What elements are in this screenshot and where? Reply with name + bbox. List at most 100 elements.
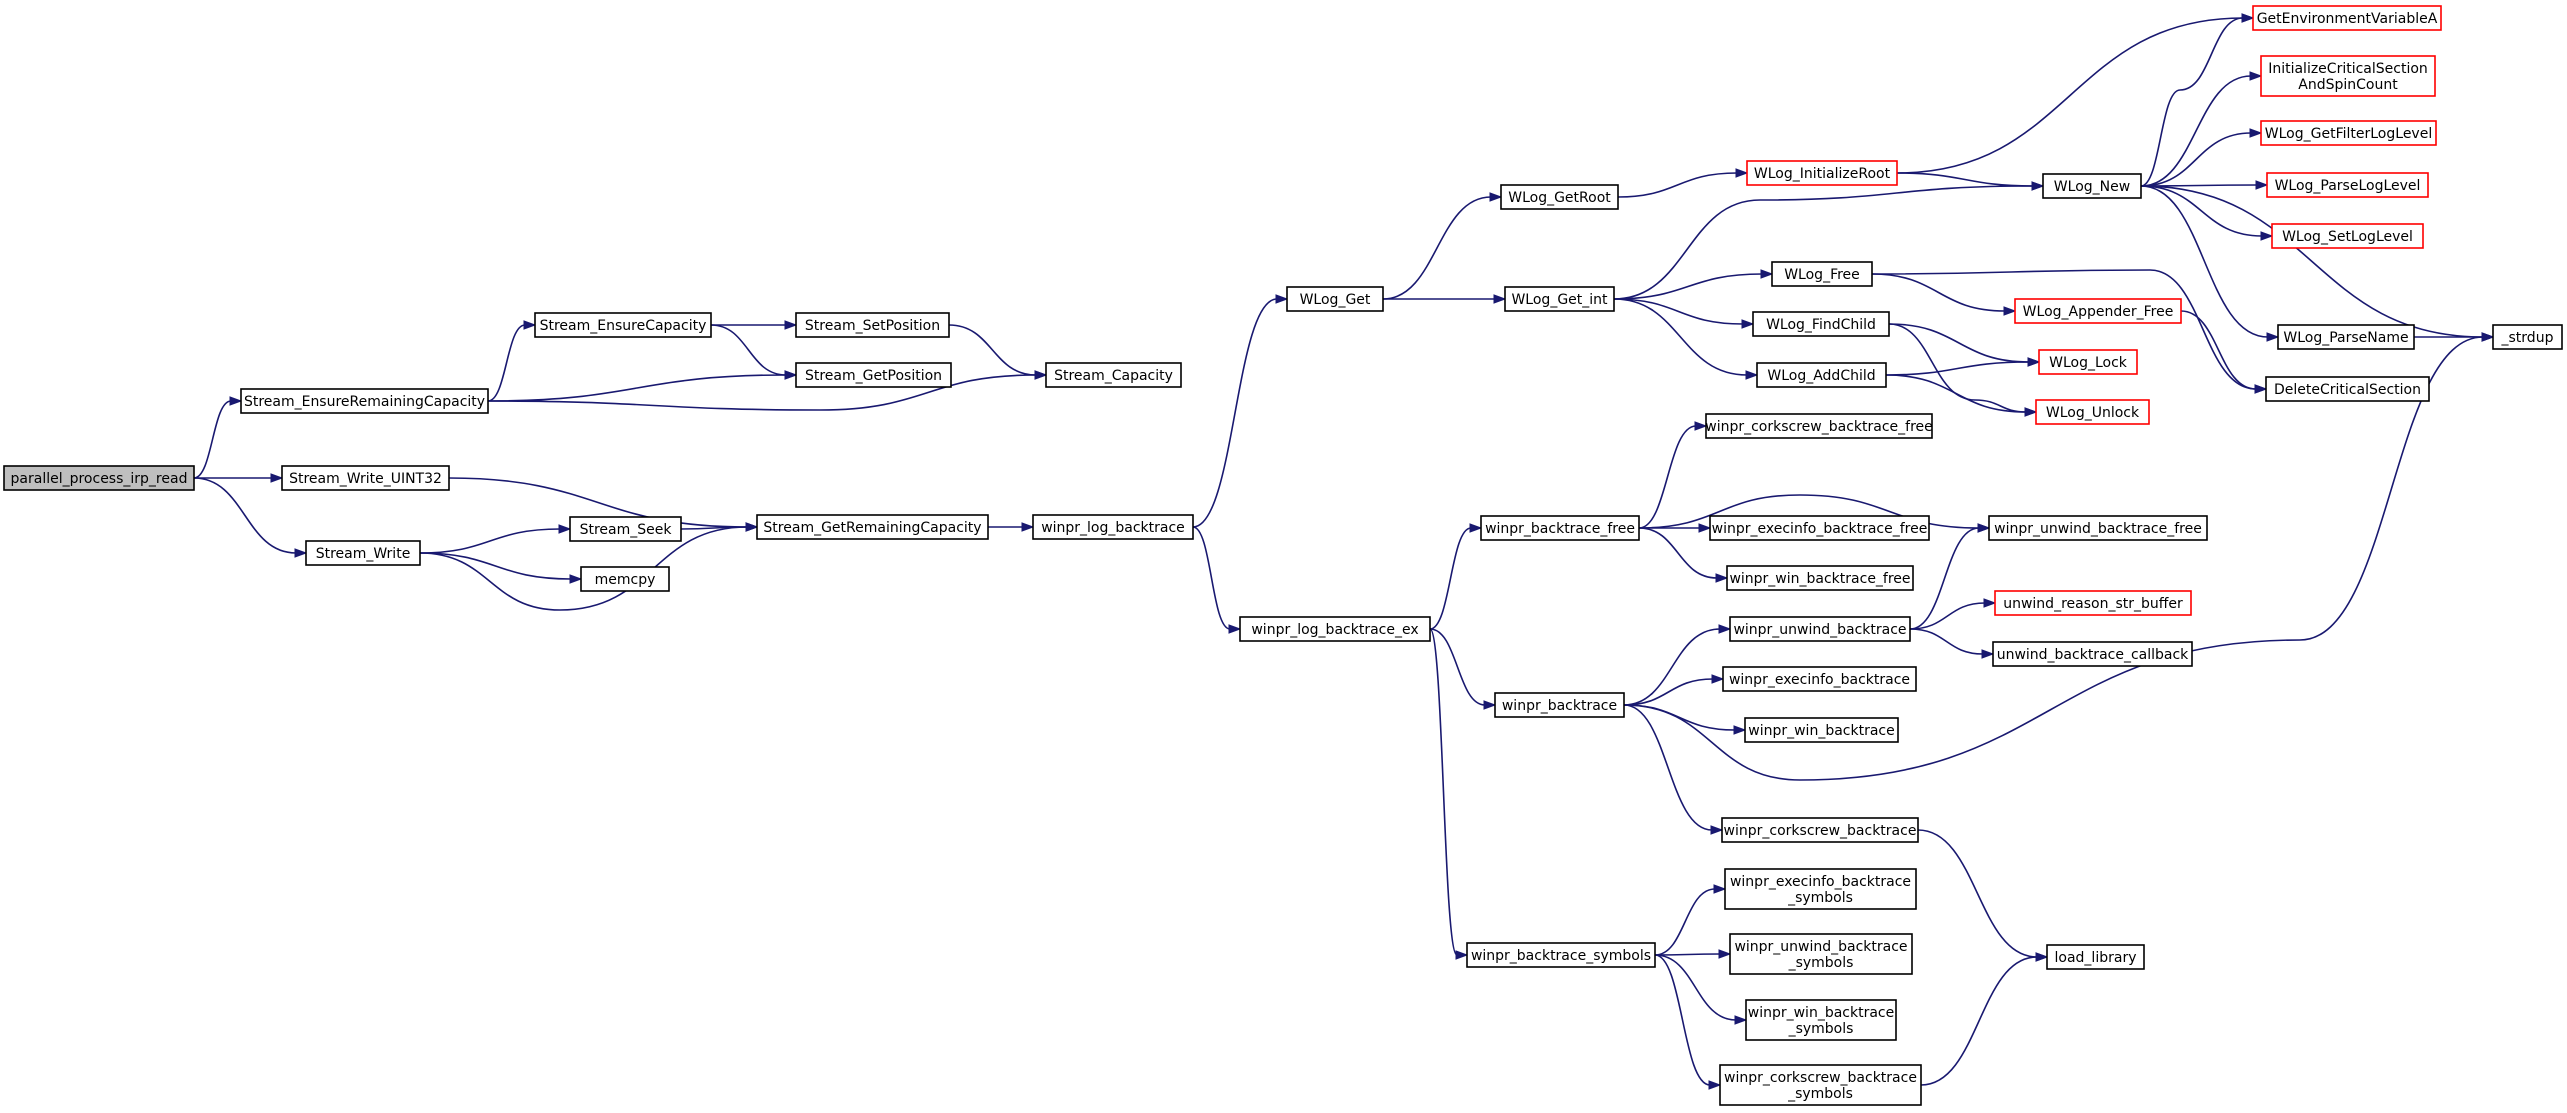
node-winpr_win_backtrace[interactable]: winpr_win_backtrace [1744,717,1899,743]
node-box[interactable] [1286,286,1384,312]
node-box[interactable] [1724,868,1917,910]
node-box[interactable] [1719,1064,1922,1106]
node-winpr_win_backtrace_free[interactable]: winpr_win_backtrace_free [1726,565,1914,591]
node-box[interactable] [1729,933,1913,975]
node-winpr_log_backtrace[interactable]: winpr_log_backtrace [1032,514,1194,540]
node-box[interactable] [2265,376,2430,402]
node-box[interactable] [2046,944,2145,970]
node-WLog_AddChild[interactable]: WLog_AddChild [1756,362,1887,388]
node-Stream_Capacity[interactable]: Stream_Capacity [1045,362,1182,388]
node-winpr_win_backtrace_symbols[interactable]: winpr_win_backtrace_symbols [1745,999,1897,1041]
node-box[interactable] [1745,999,1897,1041]
node-Stream_SetPosition[interactable]: Stream_SetPosition [795,312,950,338]
node-winpr_unwind_backtrace[interactable]: winpr_unwind_backtrace [1729,616,1911,642]
node-box[interactable] [2042,173,2142,199]
node-box[interactable] [2035,399,2150,425]
node-Stream_Seek[interactable]: Stream_Seek [569,516,682,542]
node-winpr_execinfo_backtrace[interactable]: winpr_execinfo_backtrace [1722,666,1917,692]
node-WLog_Unlock[interactable]: WLog_Unlock [2035,399,2150,425]
node-box[interactable] [2492,324,2563,350]
node-box[interactable] [795,312,950,338]
node-box[interactable] [1752,311,1890,337]
node-winpr_corkscrew_backtrace_symbols[interactable]: winpr_corkscrew_backtrace_symbols [1719,1064,1922,1106]
node-memcpy[interactable]: memcpy [580,566,670,592]
node-box[interactable] [305,540,421,566]
node-box[interactable] [240,388,489,414]
node-box[interactable] [1466,942,1656,968]
node-WLog_Get_int[interactable]: WLog_Get_int [1504,286,1615,312]
node-box[interactable] [1771,261,1873,287]
node-WLog_ParseName[interactable]: WLog_ParseName [2277,324,2415,350]
node-box[interactable] [1721,817,1919,843]
node-load_library[interactable]: load_library [2046,944,2145,970]
node-box[interactable] [1500,184,1619,210]
node-box[interactable] [1992,641,2193,667]
node-box[interactable] [756,514,989,540]
node-parallel_process_irp_read[interactable]: parallel_process_irp_read [3,465,195,491]
node-GetEnvironmentVariableA[interactable]: GetEnvironmentVariableA [2252,5,2442,31]
node-Stream_GetPosition[interactable]: Stream_GetPosition [795,362,952,388]
node-box[interactable] [281,465,450,491]
node-_strdup[interactable]: _strdup [2492,324,2563,350]
node-Stream_Write_UINT32[interactable]: Stream_Write_UINT32 [281,465,450,491]
node-box[interactable] [2271,223,2424,249]
node-WLog_New[interactable]: WLog_New [2042,173,2142,199]
node-WLog_Free[interactable]: WLog_Free [1771,261,1873,287]
node-box[interactable] [580,566,670,592]
node-WLog_Appender_Free[interactable]: WLog_Appender_Free [2014,298,2182,324]
node-winpr_corkscrew_backtrace[interactable]: winpr_corkscrew_backtrace [1721,817,1919,843]
node-box[interactable] [2252,5,2442,31]
node-WLog_FindChild[interactable]: WLog_FindChild [1752,311,1890,337]
node-box[interactable] [1994,590,2192,616]
node-winpr_corkscrew_backtrace_free[interactable]: winpr_corkscrew_backtrace_free [1705,413,1933,439]
node-WLog_Lock[interactable]: WLog_Lock [2038,349,2138,375]
node-box[interactable] [1504,286,1615,312]
node-box[interactable] [2277,324,2415,350]
node-WLog_Get[interactable]: WLog_Get [1286,286,1384,312]
node-winpr_backtrace_symbols[interactable]: winpr_backtrace_symbols [1466,942,1656,968]
node-box[interactable] [1045,362,1182,388]
node-unwind_backtrace_callback[interactable]: unwind_backtrace_callback [1992,641,2193,667]
node-Stream_EnsureCapacity[interactable]: Stream_EnsureCapacity [534,312,712,338]
node-box[interactable] [1729,616,1911,642]
node-WLog_SetLogLevel[interactable]: WLog_SetLogLevel [2271,223,2424,249]
node-winpr_log_backtrace_ex[interactable]: winpr_log_backtrace_ex [1239,616,1431,642]
node-box[interactable] [1722,666,1917,692]
node-WLog_InitializeRoot[interactable]: WLog_InitializeRoot [1746,160,1898,186]
node-box[interactable] [1032,514,1194,540]
node-box[interactable] [1239,616,1431,642]
node-WLog_ParseLogLevel[interactable]: WLog_ParseLogLevel [2266,172,2429,198]
node-WLog_GetRoot[interactable]: WLog_GetRoot [1500,184,1619,210]
node-winpr_execinfo_backtrace_free[interactable]: winpr_execinfo_backtrace_free [1709,515,1930,541]
node-box[interactable] [1988,515,2208,541]
node-box[interactable] [795,362,952,388]
node-winpr_backtrace_free[interactable]: winpr_backtrace_free [1480,515,1640,541]
node-DeleteCriticalSection[interactable]: DeleteCriticalSection [2265,376,2430,402]
node-box[interactable] [2260,55,2436,97]
node-box[interactable] [534,312,712,338]
node-Stream_Write[interactable]: Stream_Write [305,540,421,566]
node-WLog_GetFilterLogLevel[interactable]: WLog_GetFilterLogLevel [2260,120,2437,146]
node-box[interactable] [1746,160,1898,186]
node-box[interactable] [1744,717,1899,743]
node-box[interactable] [1705,413,1933,439]
node-box[interactable] [1756,362,1887,388]
node-Stream_GetRemainingCapacity[interactable]: Stream_GetRemainingCapacity [756,514,989,540]
node-unwind_reason_str_buffer[interactable]: unwind_reason_str_buffer [1994,590,2192,616]
node-box[interactable] [2038,349,2138,375]
node-winpr_backtrace[interactable]: winpr_backtrace [1494,692,1625,718]
node-box[interactable] [1709,515,1930,541]
node-box[interactable] [2260,120,2437,146]
node-box[interactable] [3,465,195,491]
node-box[interactable] [569,516,682,542]
node-winpr_unwind_backtrace_free[interactable]: winpr_unwind_backtrace_free [1988,515,2208,541]
node-box[interactable] [1480,515,1640,541]
node-box[interactable] [1494,692,1625,718]
node-box[interactable] [2266,172,2429,198]
node-box[interactable] [1726,565,1914,591]
node-box[interactable] [2014,298,2182,324]
node-Stream_EnsureRemainingCapacity[interactable]: Stream_EnsureRemainingCapacity [240,388,489,414]
node-winpr_unwind_backtrace_symbols[interactable]: winpr_unwind_backtrace_symbols [1729,933,1913,975]
node-winpr_execinfo_backtrace_symbols[interactable]: winpr_execinfo_backtrace_symbols [1724,868,1917,910]
